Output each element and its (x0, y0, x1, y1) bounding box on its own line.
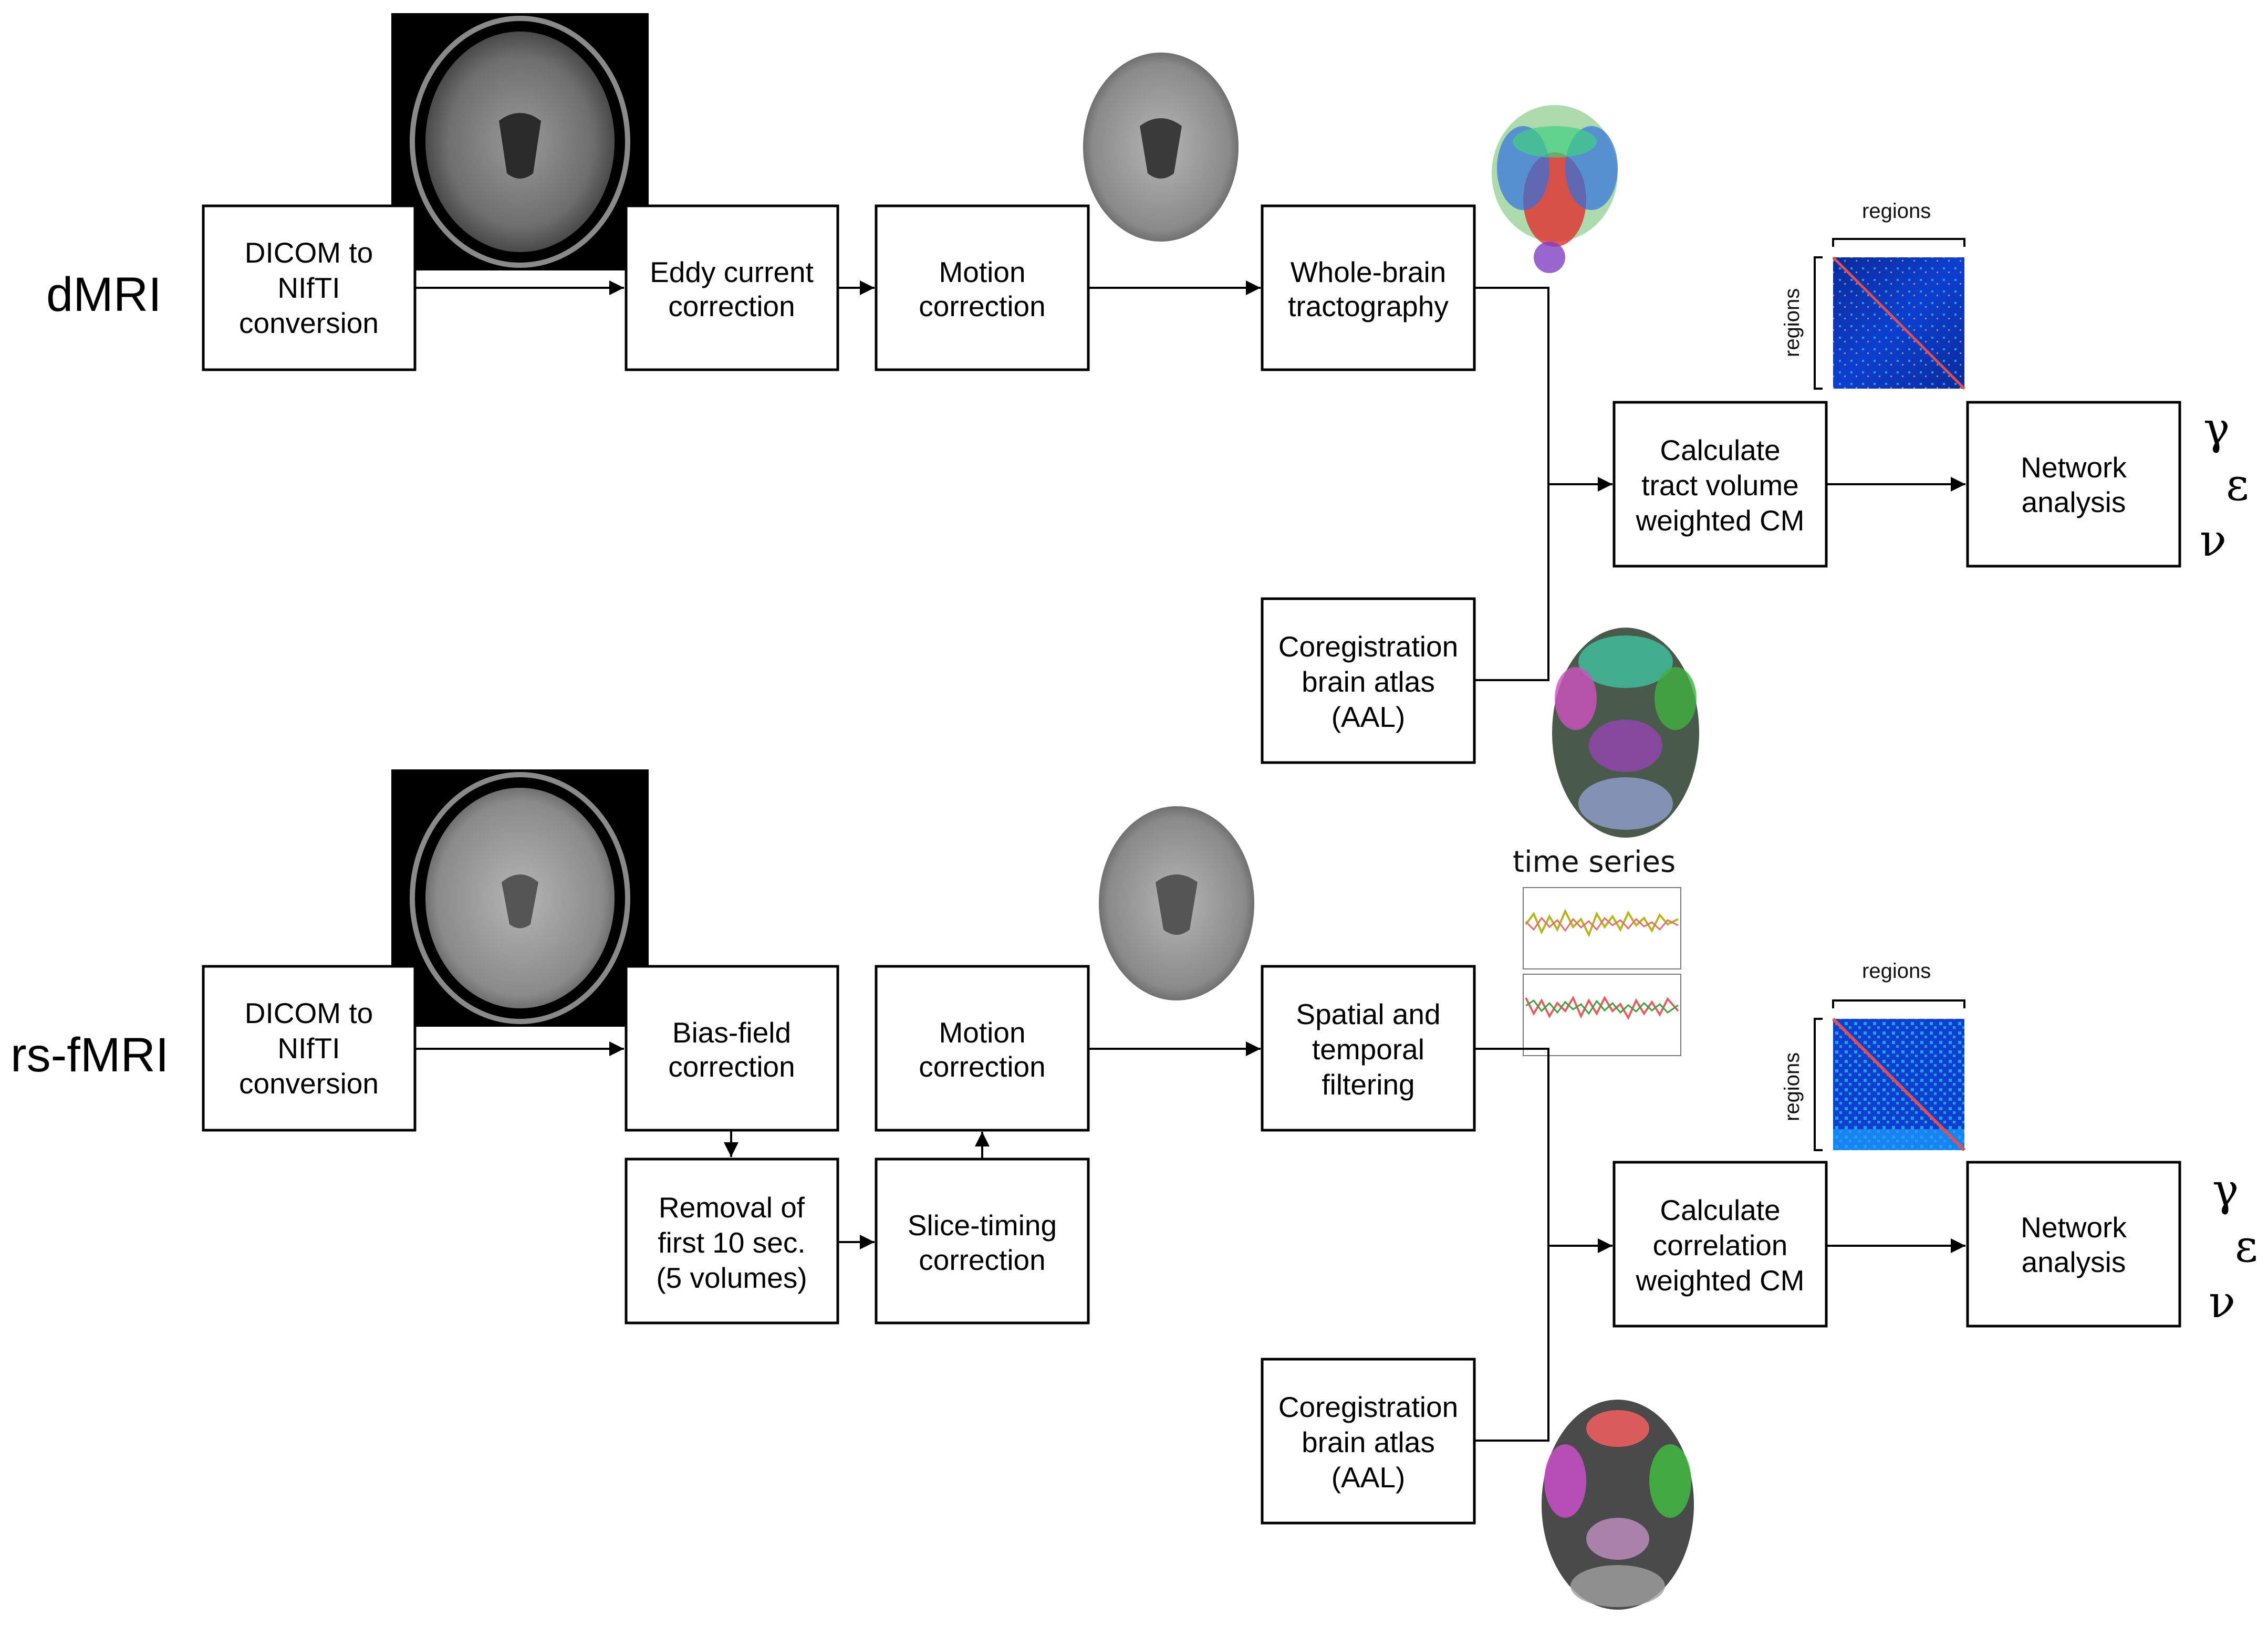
svg-text:conversion: conversion (239, 307, 379, 339)
svg-text:DICOM to: DICOM to (245, 997, 373, 1029)
svg-text:Spatial and: Spatial and (1296, 998, 1440, 1030)
dmri-step-motion-correction: Motion correction (875, 204, 1090, 371)
dmri-step-coregistration-brain-atlas: Coregistration brain atlas (AAL) (1261, 597, 1476, 764)
tractography-image (1492, 105, 1618, 273)
rsfmri-pipeline-label: rs-fMRI (11, 1028, 169, 1082)
rsfmri-network-measures: γ ε ν (2209, 1164, 2258, 1328)
rsfmri-step-spatial-temporal-filtering: Spatial and temporal filtering (1261, 965, 1476, 1132)
rsfmri-atlas-brain-image (1542, 1400, 1694, 1610)
svg-text:NIfTI: NIfTI (277, 272, 340, 304)
rsfmri-step-bias-field-correction: Bias-field correction (625, 965, 839, 1132)
svg-text:(AAL): (AAL) (1331, 1461, 1406, 1494)
svg-text:correlation: correlation (1653, 1229, 1788, 1261)
dmri-step-eddy-current-correction: Eddy current correction (625, 204, 839, 371)
svg-text:Network: Network (2021, 1211, 2127, 1244)
rsfmri-connectivity-matrix: regions regions (1781, 960, 1966, 1152)
rsfmri-step-coregistration-brain-atlas: Coregistration brain atlas (AAL) (1261, 1358, 1476, 1525)
svg-text:correction: correction (919, 1050, 1045, 1083)
svg-text:conversion: conversion (239, 1067, 379, 1100)
rsfmri-step-dicom-to-nifti: DICOM to NIfTI conversion (202, 965, 417, 1132)
svg-text:weighted CM: weighted CM (1636, 1264, 1805, 1297)
svg-text:tract volume: tract volume (1641, 469, 1799, 502)
svg-text:analysis: analysis (2022, 1246, 2126, 1278)
svg-text:Motion: Motion (939, 1016, 1025, 1049)
dmri-step-dicom-to-nifti: DICOM to NIfTI conversion (202, 204, 417, 371)
dmri-atlas-brain-image (1552, 628, 1699, 838)
dmri-network-measures: γ ε ν (2200, 403, 2249, 566)
svg-text:Slice-timing: Slice-timing (908, 1209, 1057, 1242)
svg-text:DICOM to: DICOM to (245, 236, 373, 269)
time-series-plot: time series (1513, 845, 1681, 1056)
svg-text:Motion: Motion (939, 256, 1025, 288)
svg-text:filtering: filtering (1322, 1068, 1414, 1101)
dmri-matrix-top-label: regions (1862, 200, 1931, 223)
svg-text:NIfTI: NIfTI (277, 1032, 340, 1065)
svg-text:Calculate: Calculate (1660, 434, 1780, 466)
svg-text:weighted CM: weighted CM (1636, 504, 1805, 537)
svg-text:correction: correction (919, 290, 1045, 322)
dmri-raw-scan-image (391, 13, 649, 270)
svg-text:correction: correction (919, 1244, 1045, 1276)
rsfmri-measure-epsilon: ε (2235, 1221, 2258, 1272)
dmri-matrix-side-label: regions (1781, 288, 1804, 357)
rsfmri-raw-scan-image (391, 769, 649, 1027)
dmri-measure-nu: ν (2200, 515, 2227, 566)
svg-text:Bias-field: Bias-field (672, 1016, 791, 1049)
time-series-title: time series (1513, 845, 1676, 879)
svg-text:Eddy current: Eddy current (650, 256, 814, 288)
dmri-measure-epsilon: ε (2226, 459, 2249, 510)
dmri-corrected-scan-image (1083, 53, 1239, 242)
svg-text:Removal of: Removal of (659, 1191, 805, 1224)
rsfmri-measure-gamma: γ (2212, 1164, 2239, 1216)
rsfmri-measure-nu: ν (2209, 1276, 2235, 1328)
dmri-step-whole-brain-tractography: Whole-brain tractography (1261, 204, 1476, 371)
svg-text:Whole-brain: Whole-brain (1291, 256, 1447, 288)
svg-text:Calculate: Calculate (1660, 1194, 1780, 1226)
dmri-connectors (415, 280, 1965, 681)
rsfmri-step-calculate-correlation-cm: Calculate correlation weighted CM (1612, 1161, 1828, 1328)
rsfmri-step-slice-timing-correction: Slice-timing correction (875, 1158, 1090, 1325)
svg-text:tractography: tractography (1288, 290, 1449, 322)
rsfmri-step-motion-correction: Motion correction (875, 965, 1090, 1132)
svg-text:(AAL): (AAL) (1331, 701, 1406, 733)
dmri-step-calculate-tract-volume-cm: Calculate tract volume weighted CM (1612, 401, 1828, 568)
rsfmri-matrix-side-label: regions (1781, 1052, 1804, 1121)
svg-text:correction: correction (668, 1050, 795, 1083)
svg-text:first 10 sec.: first 10 sec. (658, 1226, 805, 1259)
rsfmri-step-removal-first-volumes: Removal of first 10 sec. (5 volumes) (625, 1158, 839, 1325)
svg-text:correction: correction (668, 290, 795, 322)
svg-text:Coregistration: Coregistration (1278, 630, 1458, 663)
svg-text:temporal: temporal (1312, 1033, 1424, 1066)
dmri-connectivity-matrix: regions regions (1781, 200, 1965, 390)
dmri-pipeline-label: dMRI (46, 268, 162, 321)
rsfmri-corrected-scan-image (1099, 806, 1254, 1000)
svg-text:analysis: analysis (2022, 486, 2126, 518)
dmri-measure-gamma: γ (2203, 403, 2230, 454)
rsfmri-matrix-top-label: regions (1862, 960, 1931, 983)
svg-text:Coregistration: Coregistration (1278, 1391, 1458, 1423)
rsfmri-connectors (415, 1041, 1965, 1442)
svg-text:brain atlas: brain atlas (1302, 1426, 1435, 1458)
svg-text:brain atlas: brain atlas (1302, 665, 1435, 698)
svg-text:(5 volumes): (5 volumes) (656, 1261, 807, 1294)
svg-text:Network: Network (2021, 451, 2127, 484)
rsfmri-step-network-analysis: Network analysis (1966, 1161, 2181, 1328)
dmri-step-network-analysis: Network analysis (1966, 401, 2181, 568)
